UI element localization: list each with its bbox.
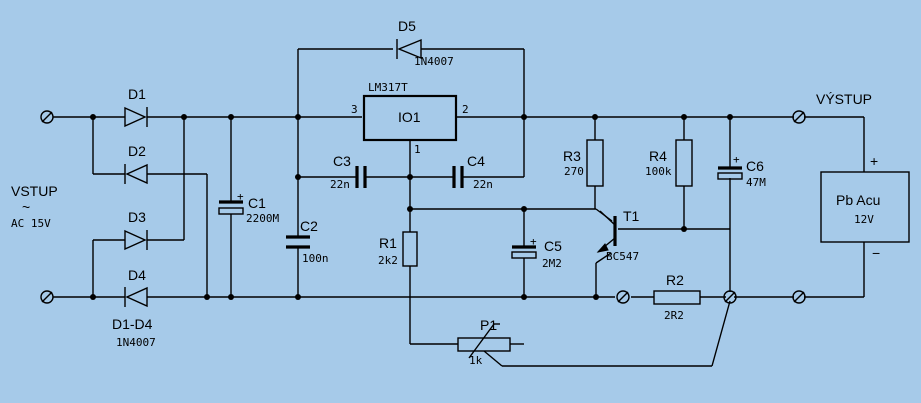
resistor-r3 xyxy=(586,139,604,187)
potentiometer-p1 xyxy=(457,323,511,367)
label-c6: C6 xyxy=(746,158,764,174)
capacitor-c3 xyxy=(355,166,367,188)
terminal-r2-right xyxy=(723,290,737,304)
label-r3: R3 xyxy=(563,148,581,164)
value-r2: 2R2 xyxy=(664,309,684,322)
diode-d2 xyxy=(124,163,148,185)
label-d5: D5 xyxy=(398,18,416,34)
wires xyxy=(53,48,865,367)
value-r3: 270 xyxy=(564,165,584,178)
value-r1: 2k2 xyxy=(378,254,398,267)
value-t1: BC547 xyxy=(606,250,639,263)
value-c2: 100n xyxy=(302,252,329,265)
battery-plus: + xyxy=(870,153,878,169)
value-r4: 100k xyxy=(645,165,672,178)
capacitor-c1 xyxy=(218,200,244,215)
transistor-t1 xyxy=(596,210,617,253)
battery-voltage: 12V xyxy=(854,213,874,226)
resistor-r2 xyxy=(653,290,701,305)
diode-d5 xyxy=(396,38,422,60)
label-t1: T1 xyxy=(623,208,640,224)
input-spec: AC 15V xyxy=(11,217,51,230)
diode-d3 xyxy=(124,229,148,251)
junction-dots xyxy=(90,114,733,300)
label-r4: R4 xyxy=(649,148,667,164)
value-c1: 2200M xyxy=(246,212,279,225)
label-r2: R2 xyxy=(666,272,684,288)
value-c6: 47M xyxy=(746,176,766,189)
label-c4: C4 xyxy=(467,153,485,169)
label-c1: C1 xyxy=(248,195,266,211)
terminal-input-top xyxy=(40,110,54,124)
input-wave-symbol: ~ xyxy=(22,199,30,215)
capacitor-c4 xyxy=(452,166,464,188)
input-label: VSTUP xyxy=(11,183,58,199)
resistor-r1 xyxy=(402,231,418,267)
c5-polarity: + xyxy=(530,235,537,248)
capacitor-c5 xyxy=(511,245,537,259)
regulator-ref: IO1 xyxy=(398,109,421,125)
regulator-pin-out: 2 xyxy=(462,103,469,116)
terminal-input-bottom xyxy=(40,290,54,304)
label-d1: D1 xyxy=(128,86,146,102)
battery-type: Pb Acu xyxy=(836,192,880,208)
label-c3: C3 xyxy=(333,153,351,169)
value-c5: 2M2 xyxy=(542,257,562,270)
battery-box xyxy=(820,171,910,243)
regulator-pin-in: 3 xyxy=(351,103,358,116)
capacitor-c2 xyxy=(286,235,310,249)
output-label: VÝSTUP xyxy=(816,91,872,107)
label-c5: C5 xyxy=(544,238,562,254)
terminal-output-bottom xyxy=(792,290,806,304)
value-c4: 22n xyxy=(473,178,493,191)
regulator-io1 xyxy=(362,94,458,142)
regulator-pin-adj: 1 xyxy=(414,143,421,156)
label-d4: D4 xyxy=(128,267,146,283)
value-p1: 1k xyxy=(469,354,483,367)
label-p1: P1 xyxy=(480,317,497,333)
c1-polarity: + xyxy=(237,190,244,203)
diode-d1 xyxy=(124,106,148,128)
label-r1: R1 xyxy=(379,235,397,251)
label-d2: D2 xyxy=(128,143,146,159)
label-d3: D3 xyxy=(128,209,146,225)
label-d5-part: 1N4007 xyxy=(414,55,454,68)
terminal-r2-left xyxy=(616,290,630,304)
label-c2: C2 xyxy=(300,218,318,234)
c6-polarity: + xyxy=(733,153,740,166)
label-d1-d4-part: 1N4007 xyxy=(116,336,156,349)
value-c3: 22n xyxy=(330,178,350,191)
capacitor-c6 xyxy=(717,166,743,180)
diode-d4 xyxy=(124,286,148,308)
resistor-r4 xyxy=(675,139,693,187)
terminal-output-top xyxy=(792,110,806,124)
label-d1-d4: D1-D4 xyxy=(112,316,153,332)
battery-minus: − xyxy=(872,245,880,261)
regulator-part: LM317T xyxy=(368,81,408,94)
